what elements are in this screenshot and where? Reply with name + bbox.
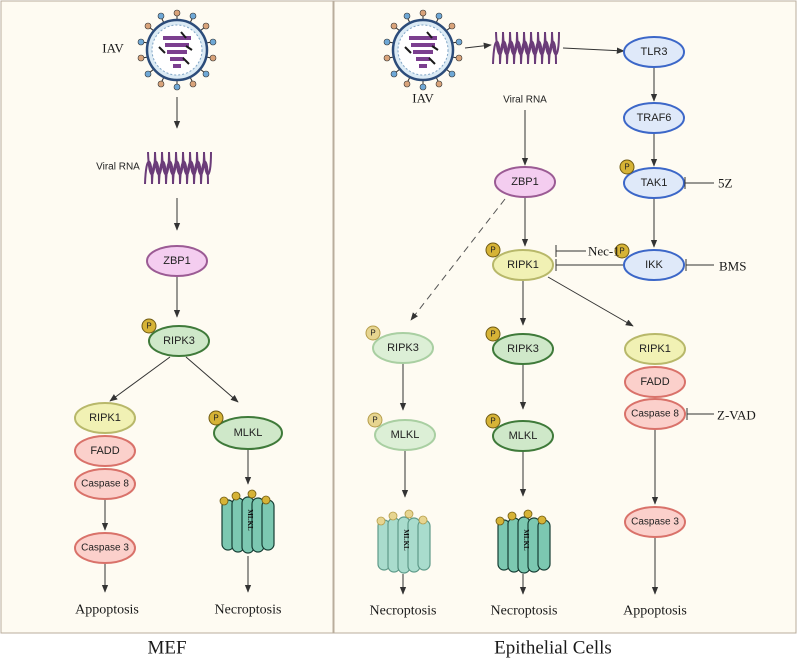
phospho-label: P xyxy=(370,329,375,338)
zbp1-node xyxy=(494,166,556,198)
fadd-label: FADD xyxy=(640,376,669,388)
mlkl-label: MLKL xyxy=(234,427,263,439)
ikk-label: IKK xyxy=(645,259,663,271)
fadd-node xyxy=(624,366,686,398)
inhibitor-bms: BMS xyxy=(719,259,746,274)
inhibition-zvad xyxy=(686,408,714,420)
ripk3-node xyxy=(372,332,434,364)
phospho-label: P xyxy=(490,246,495,255)
caspase3-label: Caspase 3 xyxy=(631,517,679,528)
phospho-icon xyxy=(365,325,381,341)
iav-label: IAV xyxy=(412,91,434,106)
traf6-node xyxy=(623,102,685,134)
caspase3-node xyxy=(74,532,136,564)
zbp1-label: ZBP1 xyxy=(511,176,539,188)
ripk3-node xyxy=(492,333,554,365)
ripk1-node xyxy=(74,402,136,434)
ripk1-label: RIPK1 xyxy=(639,343,671,355)
ripk1-node xyxy=(492,249,554,281)
phospho-icon xyxy=(485,413,501,429)
outcome-apoptosis-left: Appoptosis xyxy=(75,603,139,618)
inhibition-nec1 xyxy=(555,245,586,257)
fadd-label: FADD xyxy=(90,445,119,457)
ripk1-label: RIPK1 xyxy=(89,412,121,424)
outcome-necroptosis-left: Necroptosis xyxy=(215,603,282,618)
mlkl-pore-label: MLKL xyxy=(246,509,254,531)
inhibitor-zvad: Z-VAD xyxy=(717,408,756,423)
mlkl-node xyxy=(213,416,283,450)
phospho-label: P xyxy=(146,322,151,331)
panel-title-mef: MEF xyxy=(147,638,186,659)
caspase8-node xyxy=(624,398,686,430)
outcome-apoptosis-right: Appoptosis xyxy=(623,604,687,619)
mlkl-node xyxy=(374,419,436,451)
ripk3-label: RIPK3 xyxy=(387,342,419,354)
phospho-label: P xyxy=(619,247,624,256)
ripk1-node xyxy=(624,333,686,365)
fadd-node xyxy=(74,435,136,467)
phospho-icon xyxy=(485,242,501,258)
ripk3-node xyxy=(148,325,210,357)
mlkl-label: MLKL xyxy=(509,430,538,442)
tak1-node xyxy=(623,167,685,199)
mlkl-pore-label: MLKL xyxy=(522,529,530,551)
tlr3-label: TLR3 xyxy=(641,46,668,58)
caspase8-label: Caspase 8 xyxy=(631,409,679,420)
caspase8-node xyxy=(74,468,136,500)
phospho-label: P xyxy=(213,414,218,423)
viral-rna-label: Viral RNA xyxy=(503,95,547,106)
ikk-node xyxy=(623,249,685,281)
zbp1-node xyxy=(146,245,208,277)
panel-title-epithelial: Epithelial Cells xyxy=(494,638,612,659)
phospho-icon xyxy=(141,318,157,334)
mlkl-label: MLKL xyxy=(391,429,420,441)
outcome-necroptosis-light: Necroptosis xyxy=(370,604,437,619)
phospho-icon xyxy=(367,412,383,428)
phospho-icon xyxy=(485,326,501,342)
ripk1-label: RIPK1 xyxy=(507,259,539,271)
iav-label: IAV xyxy=(102,41,124,56)
mef-panel xyxy=(0,0,334,634)
ripk3-label: RIPK3 xyxy=(163,335,195,347)
phospho-label: P xyxy=(372,416,377,425)
inhibitor-5z: 5Z xyxy=(718,176,733,191)
outcome-necroptosis-right: Necroptosis xyxy=(491,604,558,619)
zbp1-label: ZBP1 xyxy=(163,255,191,267)
ripk3-label: RIPK3 xyxy=(507,343,539,355)
tak1-label: TAK1 xyxy=(641,177,668,189)
inhibition-5z xyxy=(684,177,714,189)
mlkl-node xyxy=(492,420,554,452)
mlkl-pore-label: MLKL xyxy=(402,529,410,551)
viral-rna-label: Viral RNA xyxy=(96,162,140,173)
inhibitor-nec1: Nec-1 xyxy=(588,244,620,259)
phospho-label: P xyxy=(624,163,629,172)
caspase3-label: Caspase 3 xyxy=(81,543,129,554)
traf6-label: TRAF6 xyxy=(637,112,672,124)
phospho-label: P xyxy=(490,417,495,426)
phospho-label: P xyxy=(490,330,495,339)
inhibition-bms xyxy=(685,259,714,271)
phospho-icon xyxy=(614,243,630,259)
ikk-inhibits-ripk1 xyxy=(555,259,623,271)
tlr3-node xyxy=(623,36,685,68)
phospho-icon xyxy=(619,159,635,175)
caspase3-node xyxy=(624,506,686,538)
caspase8-label: Caspase 8 xyxy=(81,479,129,490)
phospho-icon xyxy=(208,410,224,426)
